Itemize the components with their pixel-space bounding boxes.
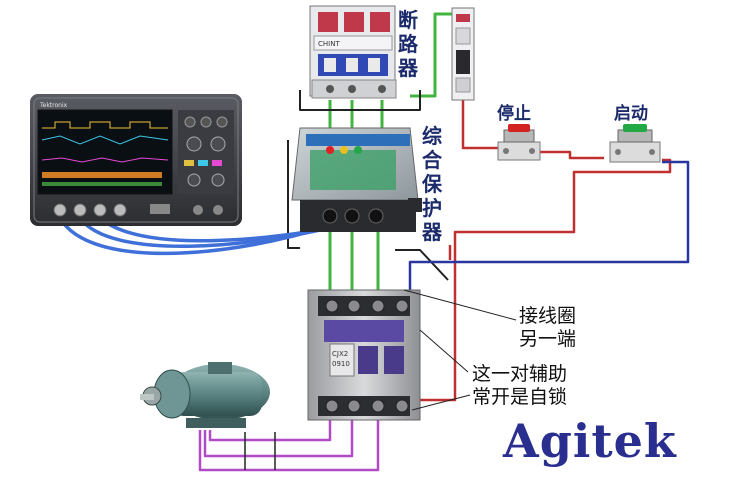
waveform-traces [41,121,169,186]
aux-pointer-line-2 [411,394,471,411]
aux-note: 这一对辅助 常开是自锁 [472,363,567,409]
black-wire-loop [287,140,300,249]
annotation-lines [403,289,517,411]
single-pole-breaker [451,7,475,101]
stop-label: 停止 [497,104,531,124]
scope-brand: Tektronix [39,102,68,109]
coil-note-line-2: 另一端 [519,328,577,350]
contactor-model-1: CJX2 [332,350,348,358]
blue-wire-coil [408,160,690,290]
breaker-brand: CHINT [318,40,340,48]
breaker-label: 断路器 [396,8,420,80]
oscilloscope: Tektronix [30,94,242,226]
integrated-protector [291,127,422,232]
coil-note-line-1: 接线圈 [519,305,577,327]
contactor-model-2: 0910 [332,360,350,368]
coil-pointer-line [403,289,517,321]
start-label: 启动 [614,104,648,124]
black-wire-coil [395,249,449,281]
red-wire-stop-feed [461,100,498,150]
protector-label: 综合保护器 [420,124,444,244]
black-wire-control [299,90,421,111]
scope-inputs [53,203,223,217]
ac-contactor: CJX2 0910 [307,289,421,421]
green-wire-breaker-protector [328,100,384,128]
coil-note: 接线圈 另一端 [519,305,576,351]
aux-note-line-1: 这一对辅助 [472,363,568,385]
breaker-label-text: 断路器 [398,8,418,80]
purple-wire-motor [198,418,380,472]
aux-note-line-2: 常开是自锁 [472,386,568,408]
start-button [609,124,661,163]
black-wire-ground [244,432,276,470]
brand-logo: Agitek [503,414,677,468]
motor [140,362,270,428]
circuit-breaker: CHINT [309,5,397,99]
scope-screen [37,109,173,195]
scope-controls [178,110,234,194]
stop-button [497,124,541,161]
green-wire-breaker-feed [410,12,455,98]
protector-label-text: 综合保护器 [422,124,442,244]
red-wire-stop-start [540,150,604,160]
aux-pointer-line-1 [419,329,469,373]
